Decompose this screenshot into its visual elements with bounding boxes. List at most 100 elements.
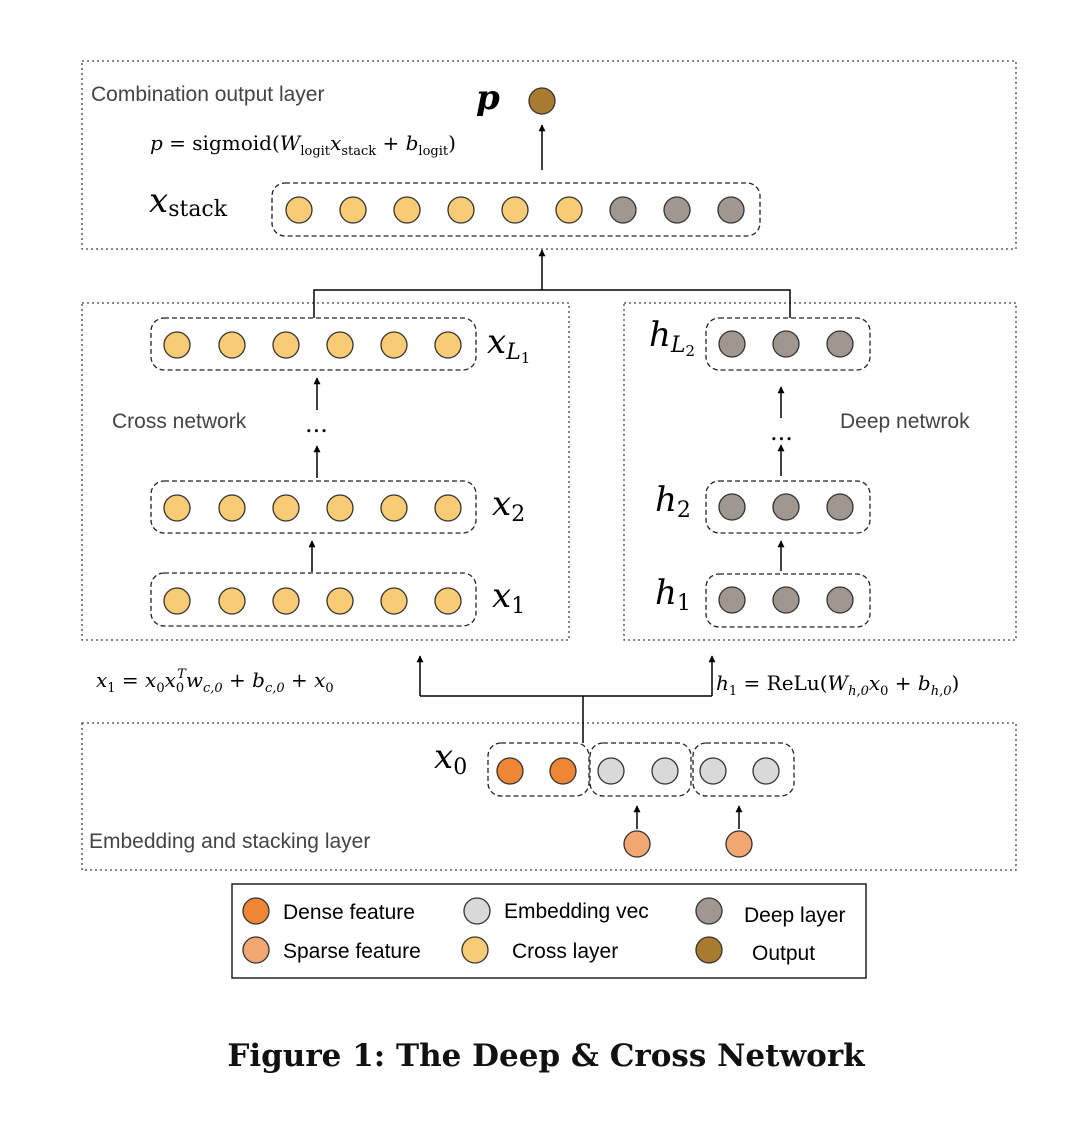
output-symbol: p — [476, 78, 500, 118]
deep-node — [718, 493, 746, 521]
sparse-node — [623, 830, 651, 858]
dense-node — [496, 757, 524, 785]
cross-node — [380, 494, 408, 522]
embedding-node — [597, 757, 625, 785]
h-1-nodes — [718, 586, 854, 614]
x-stack-node-cross — [555, 196, 583, 224]
deep-node — [772, 586, 800, 614]
deep-formula: h1 = ReLu(Wh,0x0 + bh,0) — [716, 671, 959, 699]
x-2-nodes — [163, 494, 462, 522]
embedding-layer-box — [81, 722, 1017, 871]
cross-node — [380, 331, 408, 359]
embedding-layer-label: Embedding and stacking layer — [89, 830, 370, 853]
cross-node — [163, 331, 191, 359]
x-stack-group — [271, 182, 761, 237]
h-2-label: h2 — [655, 480, 691, 523]
cross-node — [272, 587, 300, 615]
cross-node — [163, 494, 191, 522]
x-1-group — [150, 572, 477, 627]
x-stack-nodes — [285, 196, 745, 224]
x-stack-node-cross — [285, 196, 313, 224]
x0-dense-group — [487, 742, 590, 797]
deep-node — [718, 586, 746, 614]
cross-node — [163, 587, 191, 615]
legend-sparse-label: Sparse feature — [283, 940, 421, 963]
cross-node — [218, 331, 246, 359]
legend-cross-swatch — [461, 936, 489, 964]
deep-node — [826, 493, 854, 521]
cross-node — [218, 587, 246, 615]
cross-node — [218, 494, 246, 522]
h-1-label: h1 — [655, 573, 691, 616]
cross-node — [380, 587, 408, 615]
legend-dense-swatch — [242, 897, 270, 925]
combination-layer-label: Combination output layer — [91, 83, 324, 106]
x0-embedding-group-1 — [589, 742, 692, 797]
x-1-label: x1 — [492, 576, 525, 619]
combination-layer-box — [81, 60, 1017, 250]
deep-node — [718, 330, 746, 358]
legend-output-swatch — [695, 936, 723, 964]
output-node — [528, 87, 556, 115]
deep-ellipsis: ... — [770, 418, 793, 446]
cross-ellipsis: ... — [305, 410, 328, 438]
x-stack-node-cross — [339, 196, 367, 224]
dense-node — [549, 757, 577, 785]
x-stack-node-deep — [717, 196, 745, 224]
cross-formula: x1 = x0x0Twc,0 + bc,0 + x0 — [96, 667, 334, 696]
legend: Dense feature Sparse feature Embedding v… — [242, 897, 846, 965]
x-2-group — [150, 480, 477, 534]
connector-to-stack — [313, 289, 791, 318]
h-2-group — [705, 480, 871, 534]
cross-node — [326, 331, 354, 359]
legend-box — [231, 883, 867, 979]
x-L1-label: xL1 — [487, 322, 530, 367]
legend-cross-label: Cross layer — [512, 940, 618, 963]
x-stack-node-cross — [393, 196, 421, 224]
x-0-label: x0 — [434, 737, 467, 780]
deep-node — [826, 586, 854, 614]
cross-node — [272, 494, 300, 522]
cross-node — [326, 587, 354, 615]
x-stack-node-cross — [447, 196, 475, 224]
legend-deep-swatch — [695, 897, 723, 925]
cross-node — [434, 587, 462, 615]
x-2-label: x2 — [492, 484, 525, 527]
cross-network-label: Cross network — [112, 410, 247, 433]
x-1-nodes — [163, 587, 462, 615]
figure-caption: Figure 1: The Deep & Cross Network — [227, 1038, 865, 1074]
legend-sparse-swatch — [242, 936, 270, 964]
legend-embedding-swatch — [463, 897, 491, 925]
cross-node — [434, 494, 462, 522]
legend-dense-label: Dense feature — [283, 901, 415, 924]
cross-node — [434, 331, 462, 359]
deep-node — [826, 330, 854, 358]
deep-node — [772, 330, 800, 358]
cross-node — [272, 331, 300, 359]
legend-deep-label: Deep layer — [744, 904, 846, 927]
h-L2-label: hL2 — [649, 315, 695, 360]
x-stack-node-deep — [609, 196, 637, 224]
deep-network-label: Deep netwrok — [840, 410, 970, 433]
x0-embedding-group-2 — [692, 742, 795, 797]
h-2-nodes — [718, 493, 854, 521]
x-stack-label: xstack — [149, 181, 228, 222]
embedding-node — [699, 757, 727, 785]
deep-network-box — [623, 302, 1017, 641]
embedding-node — [752, 757, 780, 785]
legend-output-label: Output — [752, 942, 815, 965]
cross-node — [326, 494, 354, 522]
output-formula: p = sigmoid(Wlogitxstack + blogit) — [150, 131, 456, 159]
x-stack-node-deep — [663, 196, 691, 224]
x-L1-nodes — [163, 331, 462, 359]
h-L2-group — [705, 317, 871, 371]
h-L2-nodes — [718, 330, 854, 358]
deep-node — [772, 493, 800, 521]
x-stack-node-cross — [501, 196, 529, 224]
embedding-node — [651, 757, 679, 785]
sparse-node — [725, 830, 753, 858]
legend-embedding-label: Embedding vec — [504, 900, 649, 923]
h-1-group — [705, 573, 871, 628]
cross-network-box — [81, 302, 570, 641]
